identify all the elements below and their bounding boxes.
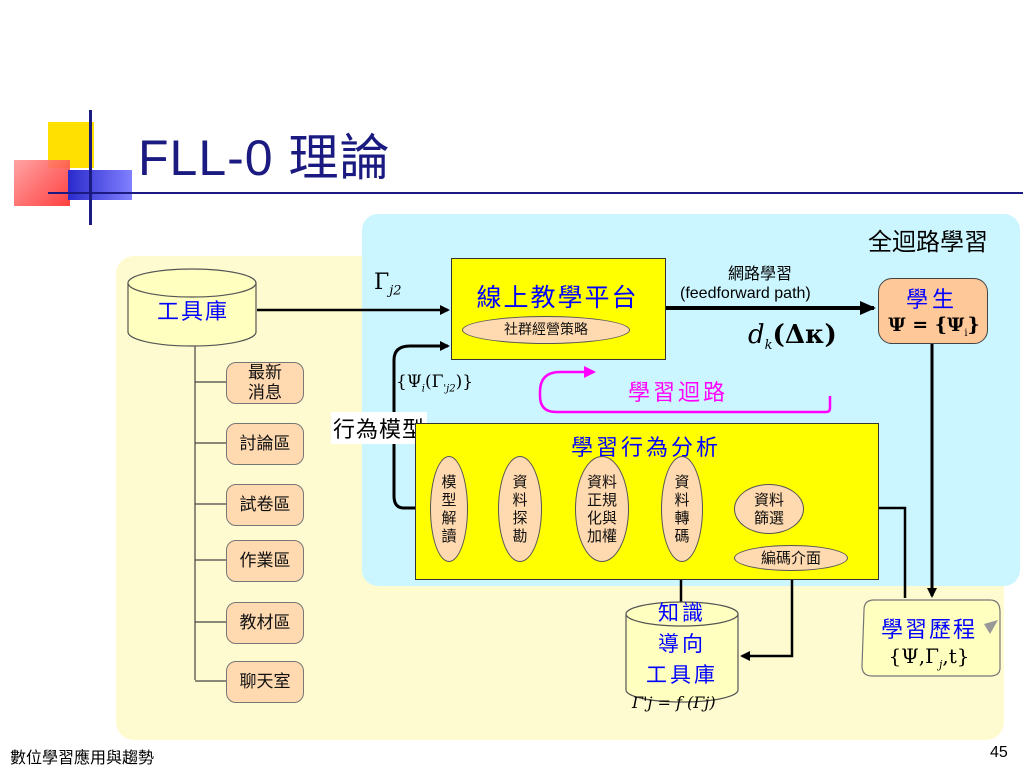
dk-delta-kappa-formula: dk(Δκ) [748,320,837,354]
tool-database-label: 工具庫 [156,300,229,325]
platform-label: 線上教學平台 [476,283,639,312]
page-number: 45 [990,744,1008,761]
slide-title: FLL-0 理論 [138,130,391,186]
oval-encoding-interface: 編碼介面 [734,545,848,571]
title-decoration-blue-bar [68,170,132,200]
community-strategy-oval: 社群經營策略 [462,316,630,344]
title-decoration-red-square [14,160,70,206]
gamma-j2-label: Γj2 [374,270,402,299]
oval-data-filtering: 資料 篩選 [734,484,804,534]
title-decoration-vertical-line [89,110,92,225]
tool-latest-news: 最新 消息 [226,362,304,404]
footer-course-title: 數位學習應用與趨勢 [10,748,155,767]
learning-history-label: 學習歷程 [880,618,977,643]
tool-exam: 試卷區 [226,484,304,526]
tool-discussion: 討論區 [226,423,304,465]
oval-data-normalization-weighting: 資料 正規 化與 加權 [575,456,629,562]
full-loop-learning-label: 全迴路學習 [868,228,988,256]
student-label: 學生 [905,288,958,313]
knowledge-db-formula: Γ'j = f (Γj) [632,693,716,712]
tool-chatroom: 聊天室 [226,661,304,703]
behavior-model-label: 行為模型 [331,412,428,444]
oval-data-mining: 資 料 探 勘 [498,456,542,562]
title-underline [48,192,1023,194]
oval-model-interpretation: 模 型 解 讀 [430,456,468,562]
tool-materials: 教材區 [226,602,304,644]
tool-homework: 作業區 [226,540,304,582]
learning-history-formula: {Ψ,Γj,t} [888,644,970,671]
knowledge-tool-database-label: 知識 導向 工具庫 [646,601,718,687]
student-box [878,278,988,344]
student-formula: Ψ = {Ψi} [888,314,980,339]
feedforward-label-cn: 網路學習 [728,264,793,283]
oval-data-transcoding: 資 料 轉 碼 [661,456,703,562]
feedforward-label-en: (feedforward path) [680,285,811,302]
learning-loop-label: 學習迴路 [628,381,729,406]
psi-gamma-formula: {Ψi(Γ'j2)} [396,372,474,395]
analysis-title: 學習行為分析 [570,436,721,461]
